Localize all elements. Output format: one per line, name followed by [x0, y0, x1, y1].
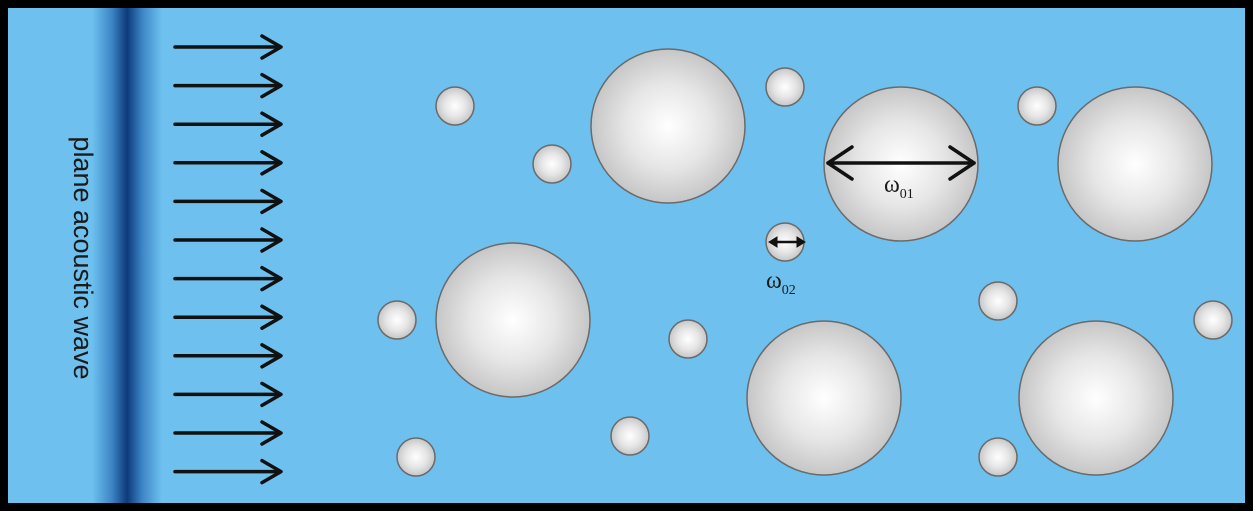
small-bubble [436, 87, 474, 125]
large-bubble [591, 49, 745, 203]
wave-label: plane acoustic wave [68, 136, 98, 379]
wavefront-band [92, 8, 162, 503]
small-bubble [766, 68, 804, 106]
small-bubble [979, 282, 1017, 320]
small-bubble [1194, 301, 1232, 339]
large-bubble [1019, 321, 1173, 475]
small-bubble [669, 320, 707, 358]
small-bubble [1018, 87, 1056, 125]
large-bubble [747, 321, 901, 475]
small-bubble [397, 438, 435, 476]
large-bubble [436, 243, 590, 397]
small-bubble [378, 301, 416, 339]
large-bubble [1058, 87, 1212, 241]
small-bubble [533, 145, 571, 183]
small-bubble [979, 438, 1017, 476]
small-bubble [611, 417, 649, 455]
